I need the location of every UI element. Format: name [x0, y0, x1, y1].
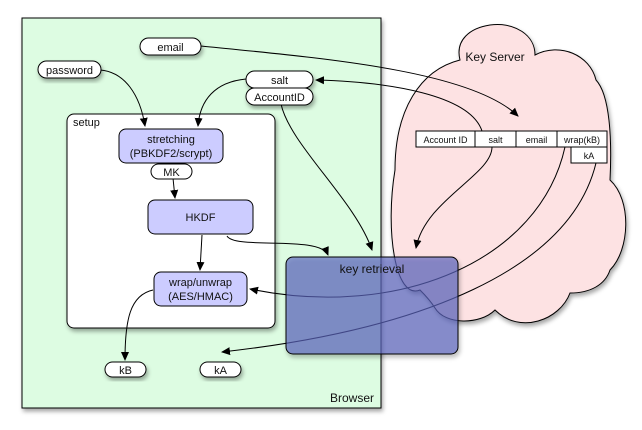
ka-output-node: kA	[199, 361, 242, 378]
arrow-hkdf-to-wrap	[196, 234, 205, 271]
setup-label: setup	[73, 117, 100, 129]
account-id-label: AccountID	[254, 92, 305, 104]
password-label: password	[46, 65, 93, 77]
salt-label: salt	[271, 75, 288, 87]
ka-label: kA	[214, 365, 228, 377]
table-cell-ka: kA	[584, 151, 595, 161]
stretching-box: stretching (PBKDF2/scrypt)	[118, 128, 224, 164]
salt-node: salt	[245, 70, 314, 89]
account-table: Account ID salt email wrap(kB) kA	[415, 130, 608, 164]
key-server-label: Key Server	[465, 50, 524, 64]
browser-label: Browser	[330, 391, 374, 405]
table-col-email: email	[526, 135, 548, 145]
table-col-wrap-kb: wrap(kB)	[563, 135, 600, 145]
table-col-account-id: Account ID	[423, 135, 468, 145]
key-retrieval-box: key retrieval	[285, 256, 459, 355]
arrow-salt-to-stretching	[194, 78, 247, 127]
key-retrieval-label: key retrieval	[340, 262, 405, 276]
hkdf-label: HKDF	[186, 212, 216, 224]
password-input-node: password	[37, 60, 102, 79]
stretching-label: stretching	[147, 134, 195, 146]
stretching-algorithm-label: (PBKDF2/scrypt)	[130, 148, 213, 160]
arrow-wrap-to-kb	[121, 289, 154, 361]
kb-label: kB	[119, 365, 132, 377]
wrap-unwrap-label: wrap/unwrap	[168, 277, 232, 289]
arrow-mk-to-hkdf	[170, 177, 179, 199]
arrow-email-to-server	[200, 45, 519, 117]
wrap-algorithm-label: (AES/HMAC)	[168, 291, 233, 303]
email-label: email	[157, 42, 183, 54]
arrow-server-to-salt	[315, 76, 483, 132]
hkdf-box: HKDF	[147, 199, 254, 235]
arrow-password-to-stretching	[99, 69, 148, 127]
arrow-accountid-to-retrieval	[280, 103, 374, 251]
mk-label: MK	[163, 167, 180, 179]
account-id-node: AccountID	[245, 87, 314, 106]
mk-node: MK	[150, 163, 193, 180]
table-col-salt: salt	[488, 135, 503, 145]
kb-output-node: kB	[104, 361, 147, 378]
arrow-salt-to-retrieval	[413, 146, 493, 249]
arrow-hkdf-to-retrieval	[226, 235, 329, 256]
email-input-node: email	[139, 37, 202, 56]
wrap-unwrap-box: wrap/unwrap (AES/HMAC)	[153, 271, 248, 307]
key-server-cloud: Key Server	[390, 24, 627, 324]
